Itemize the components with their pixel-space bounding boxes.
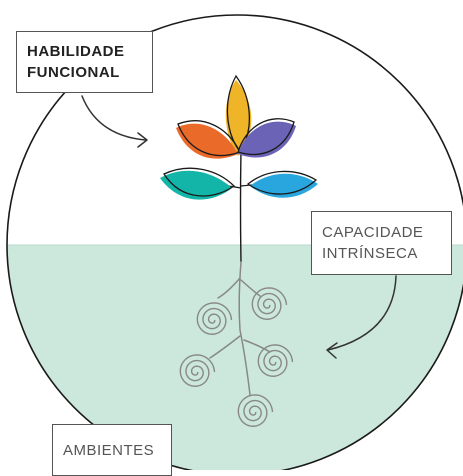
habilidade-line-1: HABILIDADE	[27, 41, 142, 62]
arrow-habilidade	[82, 96, 146, 140]
ambientes-text: AMBIENTES	[63, 427, 161, 475]
capacidade-line-2: INTRÍNSECA	[322, 243, 441, 264]
habilidade-line-2: FUNCIONAL	[27, 62, 142, 83]
plant-leaves	[160, 76, 318, 200]
capacidade-line-1: CAPACIDADE	[322, 222, 441, 243]
habilidade-funcional-label: HABILIDADE FUNCIONAL	[16, 31, 153, 93]
ambientes-label: AMBIENTES	[52, 424, 172, 476]
capacidade-intrinseca-label: CAPACIDADE INTRÍNSECA	[311, 211, 452, 275]
